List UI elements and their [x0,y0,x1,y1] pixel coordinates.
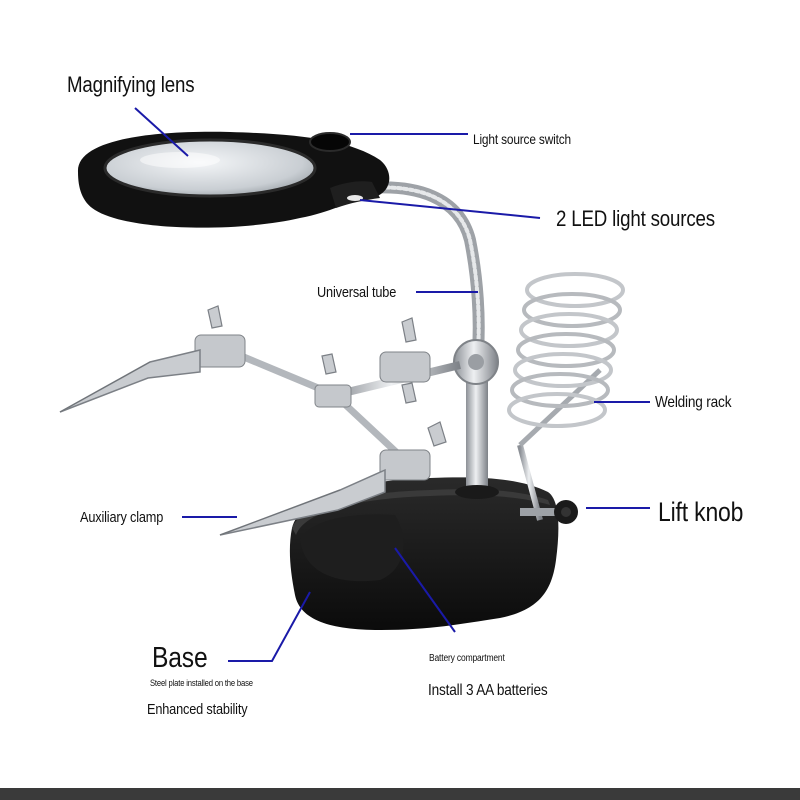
label-enhanced-stability: Enhanced stability [147,701,248,718]
led-light [347,195,363,201]
label-battery-compartment: Battery compartment [429,653,505,664]
label-base-note: Steel plate installed on the base [150,678,253,688]
label-install-batteries: Install 3 AA batteries [428,682,548,699]
lift-knob [520,500,578,524]
label-lift-knob: Lift knob [658,497,744,527]
welding-rack [507,272,625,521]
alligator-clip-lower [219,468,386,536]
label-welding-rack: Welding rack [655,394,732,411]
label-auxiliary-clamp: Auxiliary clamp [80,509,164,526]
label-universal-tube: Universal tube [317,284,397,301]
battery-compartment-cover [300,514,404,582]
label-base: Base [152,642,208,674]
label-led-light-sources: 2 LED light sources [556,206,715,231]
light-switch-button [309,132,351,152]
auxiliary-arms [194,334,461,481]
leader-lines [134,107,650,662]
magnifier-head [77,131,390,228]
alligator-clip-upper [59,349,201,413]
label-magnifying-lens: Magnifying lens [67,72,195,97]
label-light-source-switch: Light source switch [473,131,571,147]
bottom-bar [0,788,800,800]
universal-tube [344,181,485,356]
post [466,380,488,492]
